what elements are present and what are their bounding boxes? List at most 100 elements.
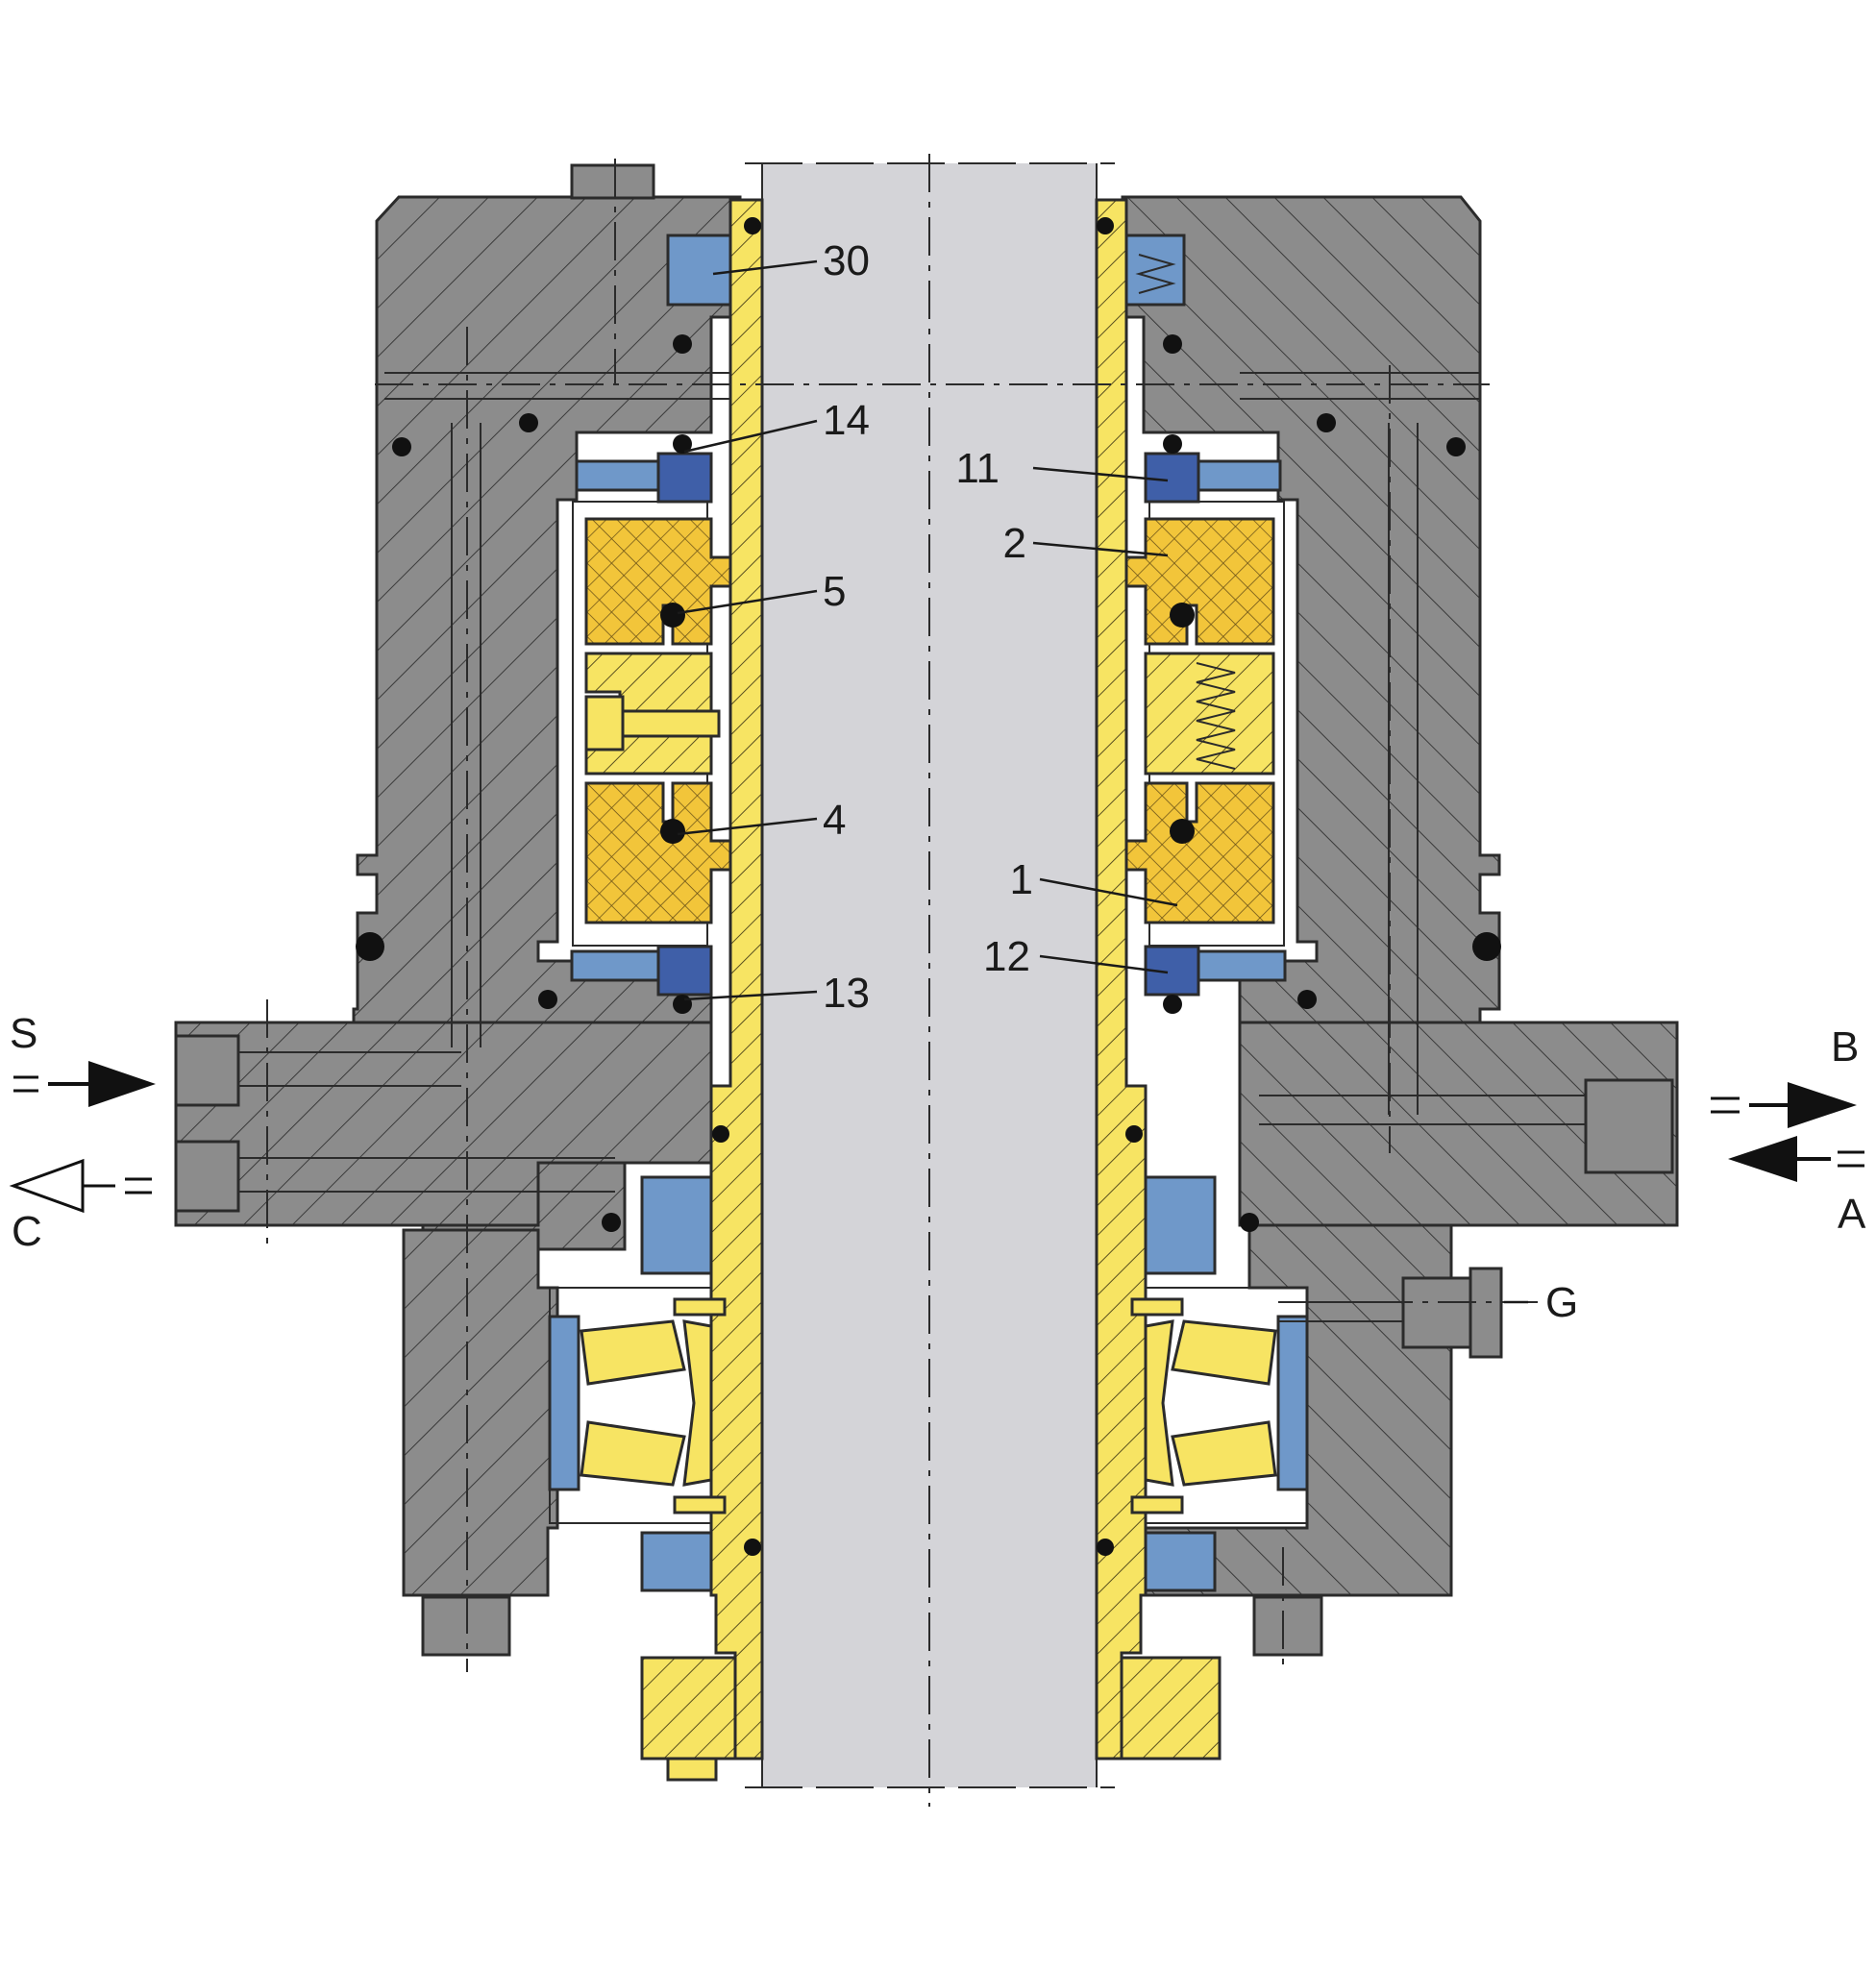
- o-ring: [356, 932, 384, 961]
- bearings: [548, 1297, 1309, 1514]
- arrow-s-icon: [13, 1061, 156, 1107]
- retainer-lower-right: [1197, 949, 1287, 982]
- o-ring: [660, 603, 685, 628]
- seal-rings: [584, 517, 1275, 924]
- bearing-washer-top-left: [673, 1297, 727, 1317]
- shaft-body: [762, 163, 1097, 1787]
- o-ring: [1472, 932, 1501, 961]
- bearing-roller-left-lower: [580, 1420, 686, 1487]
- carrier-bolt-shank-left: [621, 709, 721, 738]
- foot-right: [1252, 1595, 1323, 1657]
- port-label-g: G: [1545, 1279, 1578, 1326]
- housing: [174, 163, 1679, 1657]
- callout-4: 4: [823, 797, 846, 844]
- carrier-bolt-left: [584, 695, 625, 751]
- o-ring: [1297, 990, 1317, 1009]
- arrow-a-icon: [1728, 1136, 1864, 1182]
- bearing-inner-right: [1144, 1319, 1174, 1487]
- retainer-lower-left: [570, 949, 660, 982]
- retainer-upper-right: [1197, 459, 1282, 492]
- shaft: [745, 154, 1115, 1807]
- o-ring: [1163, 334, 1182, 354]
- callout-1: 1: [1010, 856, 1033, 903]
- o-ring: [1163, 434, 1182, 454]
- housing-left-upper: [352, 195, 742, 1290]
- o-ring: [392, 437, 411, 456]
- bearing-roller-left-upper: [580, 1319, 686, 1386]
- sleeve-right: [1095, 198, 1148, 1761]
- o-ring: [660, 819, 685, 844]
- o-ring: [1240, 1213, 1259, 1232]
- bearing-washer-bot-left: [673, 1495, 727, 1514]
- part-14: [656, 452, 713, 504]
- o-ring: [712, 1125, 729, 1143]
- retainer-upper-left: [575, 459, 660, 492]
- flow-arrows: [9, 1061, 1864, 1214]
- part-11: [1144, 452, 1200, 504]
- callout-30: 30: [823, 237, 870, 284]
- o-ring: [519, 413, 538, 432]
- seal-ring-lower-right: [1124, 781, 1275, 924]
- flange-left: [174, 1021, 713, 1227]
- bearing-inner-left: [682, 1319, 713, 1487]
- port-label-s: S: [10, 1010, 37, 1057]
- housing-left-lower: [402, 1228, 559, 1597]
- part-30: [666, 234, 732, 307]
- labels: 30 14 5 4 13 11 2 1 12 S C B A G: [10, 237, 1866, 1326]
- port-fitting-c: [174, 1140, 240, 1213]
- part-13: [656, 945, 713, 997]
- port-fitting-s: [174, 1034, 240, 1107]
- callout-12: 12: [983, 933, 1030, 980]
- bearing-roller-right-upper: [1171, 1319, 1277, 1386]
- bearing-washer-top-right: [1130, 1297, 1184, 1317]
- carrier-right: [1144, 652, 1275, 776]
- lip-seal-bottom-right: [1144, 1531, 1217, 1592]
- callout-13: 13: [823, 970, 870, 1017]
- arrow-c-icon: [9, 1158, 152, 1214]
- callout-11: 11: [955, 445, 1000, 492]
- o-ring: [673, 334, 692, 354]
- port-fitting-b: [1584, 1078, 1674, 1174]
- lip-seal-right: [1144, 1175, 1217, 1275]
- bearing-roller-right-lower: [1171, 1420, 1277, 1487]
- o-ring: [673, 434, 692, 454]
- port-fitting-g-cap: [1469, 1267, 1503, 1359]
- spring-right: [1196, 662, 1236, 770]
- blue-parts: [570, 234, 1287, 1592]
- port-label-a: A: [1838, 1191, 1866, 1238]
- callout-5: 5: [823, 568, 846, 615]
- rotor-sleeve: [640, 198, 1222, 1782]
- arrow-b-icon: [1711, 1082, 1857, 1128]
- callout-2: 2: [1003, 520, 1026, 567]
- sleeve-left: [709, 198, 764, 1761]
- bearing-outer-left: [548, 1315, 580, 1491]
- o-ring: [1097, 217, 1114, 234]
- port-label-c: C: [12, 1208, 42, 1255]
- spring-top-right: [1135, 254, 1176, 294]
- o-ring: [538, 990, 557, 1009]
- channels: [174, 159, 1674, 1672]
- seal-ring-lower-left: [584, 781, 732, 924]
- o-ring: [1446, 437, 1466, 456]
- o-rings: [356, 217, 1501, 1556]
- nut-right: [1120, 1656, 1222, 1761]
- o-ring: [1163, 995, 1182, 1014]
- port-label-b: B: [1831, 1023, 1859, 1071]
- o-ring: [602, 1213, 621, 1232]
- port-fitting-g: [1401, 1276, 1472, 1349]
- seal-ring-upper-right: [1124, 517, 1275, 646]
- o-ring: [1125, 1125, 1143, 1143]
- o-ring: [1317, 413, 1336, 432]
- top-cap-bolt-left: [570, 163, 655, 200]
- lip-seal-left: [640, 1175, 713, 1275]
- bearing-outer-right: [1276, 1315, 1309, 1491]
- o-ring: [673, 995, 692, 1014]
- o-ring: [744, 1539, 761, 1556]
- leader-lines: [677, 259, 1528, 1304]
- nut-bolt-left: [666, 1757, 718, 1782]
- seal-ring-upper-left: [584, 517, 732, 646]
- bearing-washer-bot-right: [1130, 1495, 1184, 1514]
- o-ring: [744, 217, 761, 234]
- lip-seal-bottom-left: [640, 1531, 713, 1592]
